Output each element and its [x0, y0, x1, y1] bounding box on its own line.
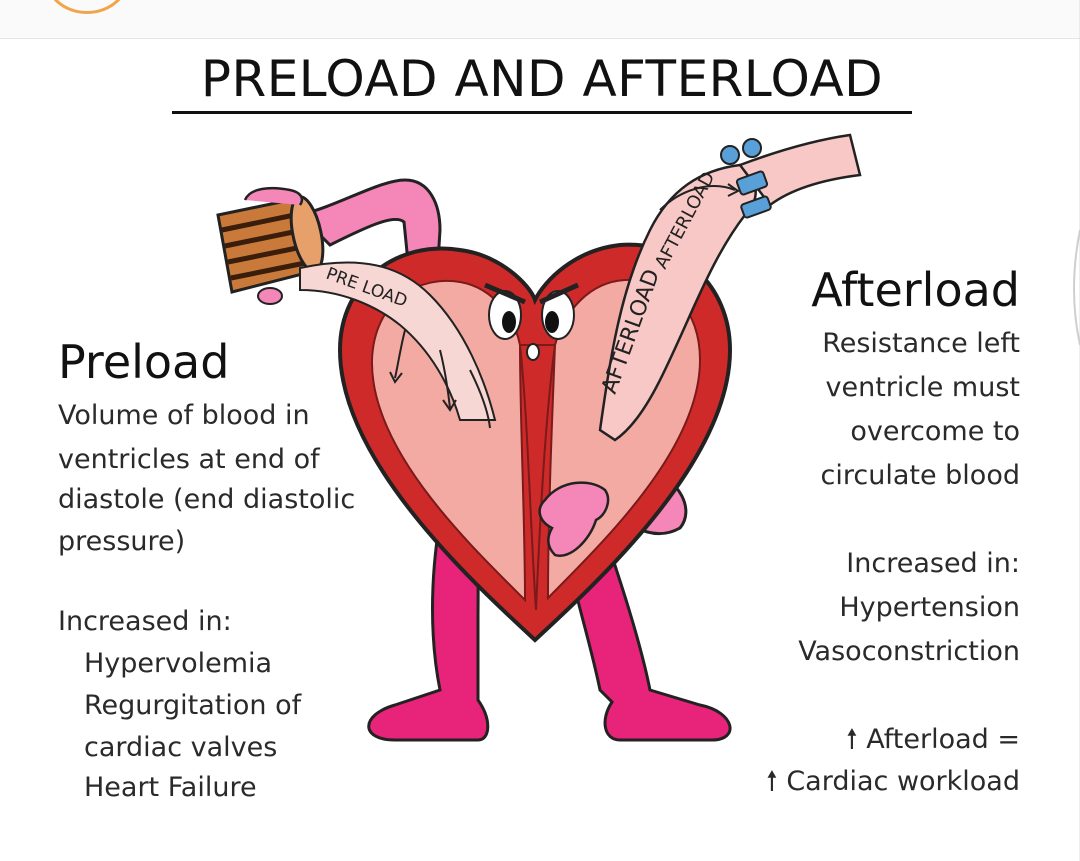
afterload-effect-text: Afterload = — [866, 724, 1020, 755]
preload-desc-line: pressure) — [58, 526, 186, 557]
page-title: PRELOAD AND AFTERLOAD — [200, 50, 884, 108]
septum — [518, 344, 557, 611]
afterload-increased-item: Vasoconstriction — [798, 636, 1020, 667]
scrollbar[interactable] — [1066, 0, 1080, 861]
preload-increased-item: Heart Failure — [84, 772, 257, 803]
up-arrow-icon: 🠕 — [846, 724, 867, 755]
mouth — [526, 343, 540, 361]
afterload-desc-line: circulate blood — [820, 460, 1020, 491]
top-bar — [0, 0, 1080, 39]
hand — [538, 481, 610, 558]
up-arrow-icon: 🠕 — [766, 766, 787, 797]
preload-desc-line: ventricles at end of — [58, 444, 320, 475]
preload-increased-item: cardiac valves — [84, 732, 278, 763]
workload-effect-line: 🠕 Cardiac workload — [766, 760, 1020, 804]
arm — [297, 178, 442, 264]
afterload-heading: Afterload — [811, 263, 1020, 317]
clamp — [735, 170, 769, 196]
preload-desc-line: diastole (end diastolic — [58, 484, 356, 515]
preload-increased-item: Hypervolemia — [84, 648, 273, 679]
afterload-effect-line: 🠕 Afterload = — [846, 718, 1020, 762]
afterload-desc-line: overcome to — [850, 416, 1020, 447]
workload-effect-text: Cardiac workload — [786, 766, 1020, 797]
afterload-increased-item: Hypertension — [839, 592, 1020, 623]
heart-inner-left — [370, 279, 527, 603]
preload-desc-line: Volume of blood in — [58, 400, 310, 431]
clamp-screw — [720, 145, 740, 165]
afterload-desc-line: ventricle must — [825, 372, 1021, 403]
preload-increased-label: Increased in: — [58, 606, 232, 637]
preload-increased-item: Regurgitation of — [84, 690, 302, 721]
afterload-increased-label: Increased in: — [846, 548, 1020, 579]
title-underline — [172, 111, 912, 114]
afterload-desc-line: Resistance left — [822, 328, 1020, 359]
preload-heading: Preload — [58, 335, 230, 389]
